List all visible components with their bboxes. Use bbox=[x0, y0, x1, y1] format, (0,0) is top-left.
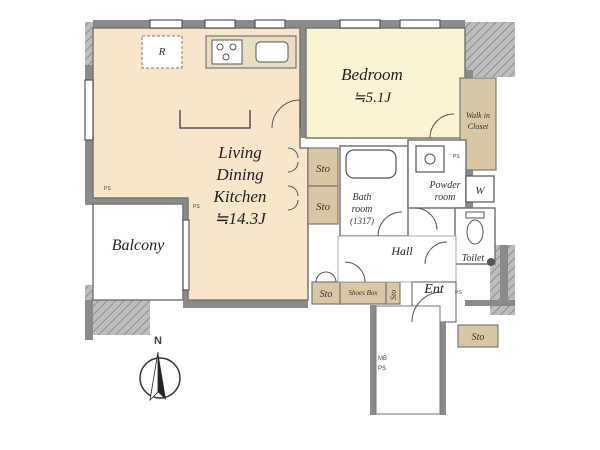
entrance-label: Ent bbox=[423, 282, 445, 297]
storage-lower bbox=[307, 185, 339, 225]
cooktop bbox=[211, 39, 243, 65]
north-compass: N bbox=[139, 335, 181, 402]
storage-lower-label: Sto bbox=[316, 201, 331, 213]
hall-label: Hall bbox=[390, 244, 413, 258]
powder-label-line1: Powder bbox=[428, 180, 460, 191]
powder-label-line2: room bbox=[435, 192, 456, 203]
ps-mid-label: PS bbox=[193, 204, 200, 210]
refrigerator-label: R bbox=[158, 46, 166, 58]
burner-icon bbox=[229, 43, 237, 51]
ldk-label-line3: Kitchen bbox=[213, 187, 267, 206]
toilet-valve-icon bbox=[487, 258, 495, 266]
bath-label-line1: Bath bbox=[353, 192, 372, 203]
mb-ps-label-line2: PS bbox=[378, 366, 386, 372]
mb-ps-shaft bbox=[375, 305, 441, 415]
walk-in-closet bbox=[459, 77, 497, 171]
walkin-closet-label-line2: Closet bbox=[468, 122, 489, 131]
compass-north-label: N bbox=[154, 335, 162, 347]
refrigerator-space bbox=[141, 35, 183, 69]
windows bbox=[84, 19, 441, 291]
storage-outside-label: Sto bbox=[472, 332, 485, 343]
door-swings bbox=[271, 99, 455, 323]
wash-basin bbox=[415, 145, 445, 173]
compass-ring bbox=[139, 357, 181, 399]
balcony-floor bbox=[92, 203, 184, 301]
ps-left-label: PS bbox=[104, 186, 111, 192]
column-top-right bbox=[465, 22, 515, 77]
mb-ps-label-line1: MB bbox=[378, 356, 387, 362]
ldk-label-line1: Living bbox=[217, 143, 261, 162]
ldk-area: ≒14.3J bbox=[214, 209, 267, 228]
burner-icon bbox=[222, 53, 230, 61]
walkin-closet-label-line1: Walk in bbox=[466, 111, 490, 120]
compass-needle-icon bbox=[158, 352, 166, 400]
toilet-bowl bbox=[466, 219, 484, 245]
hall-floor bbox=[337, 235, 457, 283]
bathtub bbox=[345, 149, 397, 179]
burner-icon bbox=[216, 43, 224, 51]
compass-needle-icon bbox=[149, 351, 159, 402]
storage-entry-label: Sto bbox=[320, 289, 333, 300]
washer-label: W bbox=[475, 185, 485, 197]
washer-space bbox=[465, 175, 495, 203]
ps-toilet-label: PS bbox=[453, 154, 460, 160]
basin-drain bbox=[424, 153, 436, 165]
shoes-box-label: Shoes Box bbox=[349, 289, 379, 297]
bath-size: (1317) bbox=[350, 216, 374, 226]
bedroom-label: Bedroom bbox=[341, 65, 403, 84]
storage-upper-label: Sto bbox=[316, 163, 331, 175]
toilet-label: Toilet bbox=[462, 253, 485, 264]
kitchen-island bbox=[179, 110, 251, 129]
ldk-label-line2: Dining bbox=[215, 165, 263, 184]
storage-outside bbox=[457, 324, 499, 348]
living-dining-kitchen-floor bbox=[92, 27, 309, 301]
bath-label-line2: room bbox=[352, 204, 373, 215]
kitchen-sink bbox=[255, 41, 289, 63]
bedroom-area: ≒5.1J bbox=[353, 90, 392, 106]
storage-upper bbox=[307, 147, 339, 187]
ps-ent-label: PS bbox=[455, 290, 462, 296]
storage-hall-label: Sto bbox=[389, 290, 398, 300]
toilet-tank bbox=[465, 211, 485, 219]
balcony-label: Balcony bbox=[112, 237, 165, 254]
